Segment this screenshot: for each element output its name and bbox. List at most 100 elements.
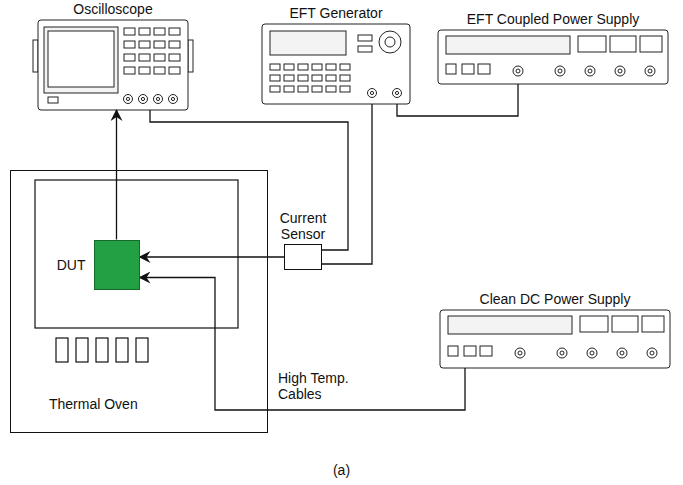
eft-generator-body: [312, 86, 322, 92]
clean-dc-supply-body: [448, 316, 572, 334]
eft-generator-body: [340, 75, 350, 81]
eft-generator-body: [340, 86, 350, 92]
cable-connector: [140, 278, 466, 411]
current-sensor: Current Sensor: [284, 244, 322, 270]
cable-connector: [397, 84, 518, 116]
oscilloscope-body: [139, 41, 150, 48]
oscilloscope-body: [154, 41, 165, 48]
node-label: EFT Coupled Power Supply: [467, 11, 640, 27]
oven-heater-elements: [56, 338, 148, 362]
clean-dc-supply-body: [580, 316, 608, 332]
eft-generator-body: [284, 86, 294, 92]
clean-dc-supply-body: [590, 351, 594, 355]
eft-coupled-supply-body: [618, 69, 622, 73]
oscilloscope-body: [48, 31, 114, 87]
eft-generator-body: [395, 91, 398, 94]
eft-coupled-supply-body: [462, 64, 474, 74]
oscilloscope-body: [169, 67, 180, 74]
oven-heater-elements: [116, 338, 128, 362]
oscilloscope-body: [139, 95, 148, 104]
oscilloscope-body: [156, 97, 159, 100]
oscilloscope-body: [139, 67, 150, 74]
clean-dc-supply-body: [560, 351, 564, 355]
eft-coupled-supply-body: [438, 30, 668, 84]
eft-generator-body: [312, 75, 322, 81]
eft-coupled-supply-body: [558, 69, 562, 73]
oscilloscope-body: [188, 40, 193, 72]
node-label: Oscilloscope: [73, 1, 152, 17]
eft-coupled-supply-body: [585, 66, 595, 76]
oven-heater-elements: [136, 338, 148, 362]
oscilloscope-body: [169, 54, 180, 61]
eft-generator-body: [340, 64, 350, 70]
clean-dc-supply-body: [557, 348, 567, 358]
equipment-art: [33, 20, 670, 368]
oven-inner-chamber: [35, 180, 238, 328]
eft-power-supply: EFT Coupled Power Supply: [438, 30, 668, 84]
clean-dc-supply-body: [440, 310, 670, 368]
eft-generator-body: [312, 64, 322, 70]
oscilloscope-body: [44, 27, 118, 93]
oscilloscope-body: [33, 20, 193, 110]
eft-generator-body: [270, 64, 350, 92]
eft-generator-body: [326, 75, 336, 81]
oscilloscope-body: [33, 40, 38, 72]
clean-dc-supply-body: [647, 348, 657, 358]
cable-connector: [150, 110, 348, 250]
clean-dc-supply-body: [650, 351, 654, 355]
oscilloscope-body: [139, 28, 150, 35]
oscilloscope-body: [169, 28, 180, 35]
eft-coupled-supply-body: [588, 69, 592, 73]
eft-generator-body: [393, 89, 402, 98]
oscilloscope-body: [169, 41, 180, 48]
eft-generator-body: [370, 91, 373, 94]
eft-coupled-supply-body: [513, 66, 523, 76]
eft-generator-body: [358, 35, 372, 41]
oscilloscope-body: [171, 97, 174, 100]
oscilloscope-body: [124, 41, 135, 48]
eft-generator-body: [385, 37, 395, 47]
eft-coupled-supply-body: [578, 36, 606, 52]
eft-generator-body: [298, 75, 308, 81]
clean-dc-supply-body: [464, 346, 476, 356]
clean-dc-supply-body: [515, 348, 525, 358]
clean-dc-supply-body: [587, 348, 597, 358]
eft-coupled-supply-body: [438, 30, 668, 84]
thermal-oven: DUTThermal Oven: [10, 170, 268, 433]
clean-dc-supply-body: [617, 348, 627, 358]
eft-coupled-supply-body: [648, 69, 652, 73]
oscilloscope-body: [126, 97, 129, 100]
oscilloscope-body: [154, 67, 165, 74]
eft-coupled-supply-body: [446, 36, 570, 54]
eft-generator-body: [298, 86, 308, 92]
eft-generator-body: [298, 64, 308, 70]
cable-connector: [322, 104, 372, 264]
clean-dc-supply-body: [448, 346, 458, 356]
oscilloscope-body: [124, 54, 135, 61]
oscilloscope-body: [48, 97, 58, 103]
eft-generator-body: [284, 64, 294, 70]
node-label: Clean DC Power Supply: [480, 291, 631, 307]
eft-generator-body: [262, 24, 410, 104]
oscilloscope-body: [169, 95, 178, 104]
eft-generator: EFT Generator: [262, 24, 410, 104]
oscilloscope-body: [38, 20, 188, 110]
eft-generator-body: [368, 89, 377, 98]
eft-generator-body: [358, 46, 372, 52]
oven-heater-elements: [76, 338, 88, 362]
eft-generator-body: [270, 75, 280, 81]
oven-heater-elements: [96, 338, 108, 362]
eft-coupled-supply-body: [446, 64, 456, 74]
eft-generator-body: [326, 64, 336, 70]
eft-generator-body: [270, 31, 346, 55]
oven-heater-elements: [56, 338, 68, 362]
eft-coupled-supply-body: [516, 69, 520, 73]
eft-coupled-supply-body: [610, 36, 636, 52]
node-label: EFT Generator: [289, 5, 382, 21]
eft-generator-body: [326, 86, 336, 92]
oscilloscope-body: [124, 28, 180, 74]
eft-coupled-supply-body: [615, 66, 625, 76]
oscilloscope-body: [154, 54, 165, 61]
oscilloscope-body: [154, 95, 163, 104]
